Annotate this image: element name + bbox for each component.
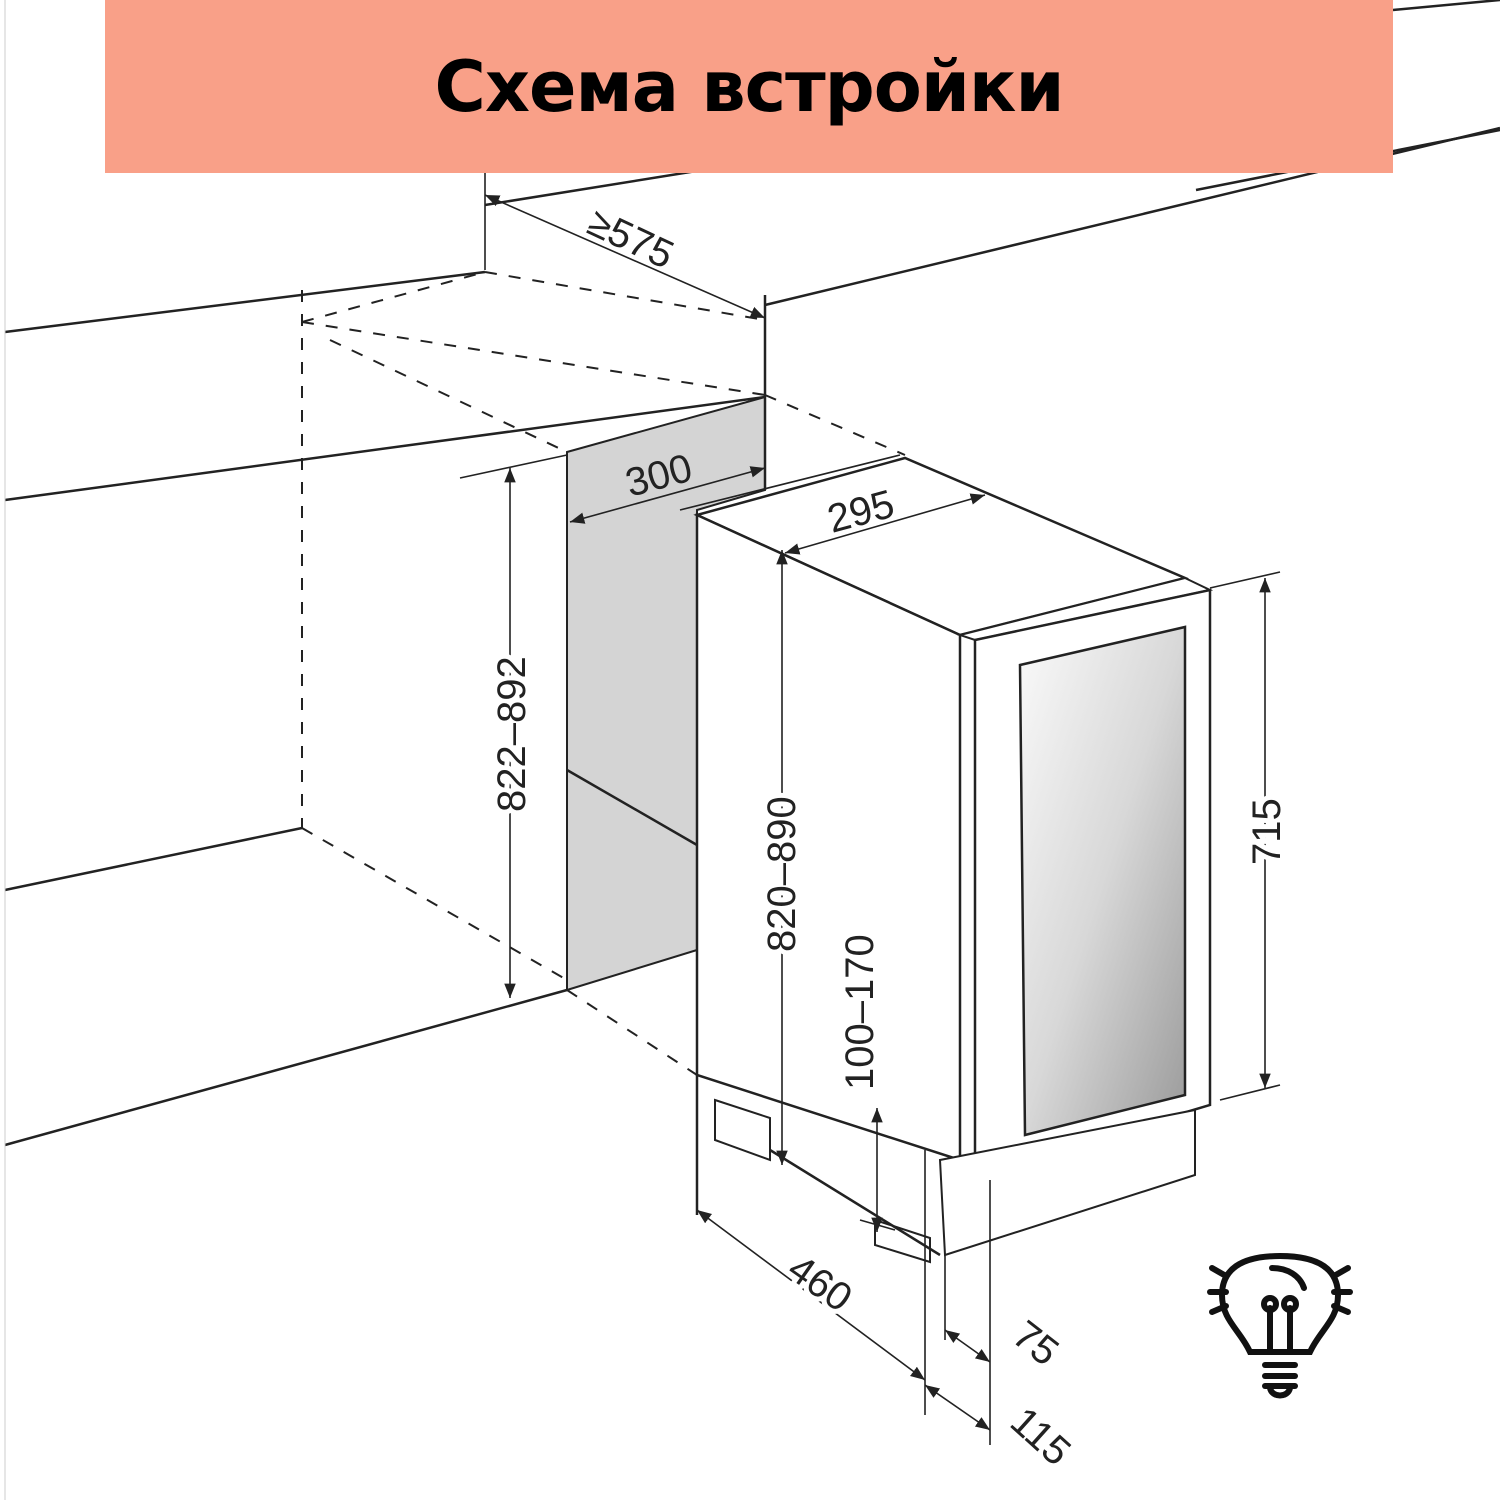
dimension-lines: [459, 173, 1281, 1445]
dim-plinth-height: 100–170: [838, 934, 882, 1090]
dim-door-height: 715: [1245, 798, 1289, 865]
dim-appliance-height: 820–890: [760, 796, 804, 952]
dim-plinth-offset: 115: [1002, 1399, 1079, 1474]
page-title: Схема встройки: [434, 45, 1065, 128]
wine-cooler-door: [973, 588, 1212, 1177]
dim-appliance-depth: 460: [780, 1246, 860, 1320]
dim-niche-height: 822–892: [490, 656, 534, 812]
title-banner: Схема встройки: [105, 0, 1393, 173]
lightbulb-icon: [1207, 1252, 1353, 1399]
dim-door-offset: 75: [1004, 1312, 1066, 1374]
wine-cooler-plinth: [695, 1075, 1196, 1264]
niche-hidden-outline: [301, 271, 906, 1076]
dim-depth-min: ≥575: [581, 200, 680, 277]
